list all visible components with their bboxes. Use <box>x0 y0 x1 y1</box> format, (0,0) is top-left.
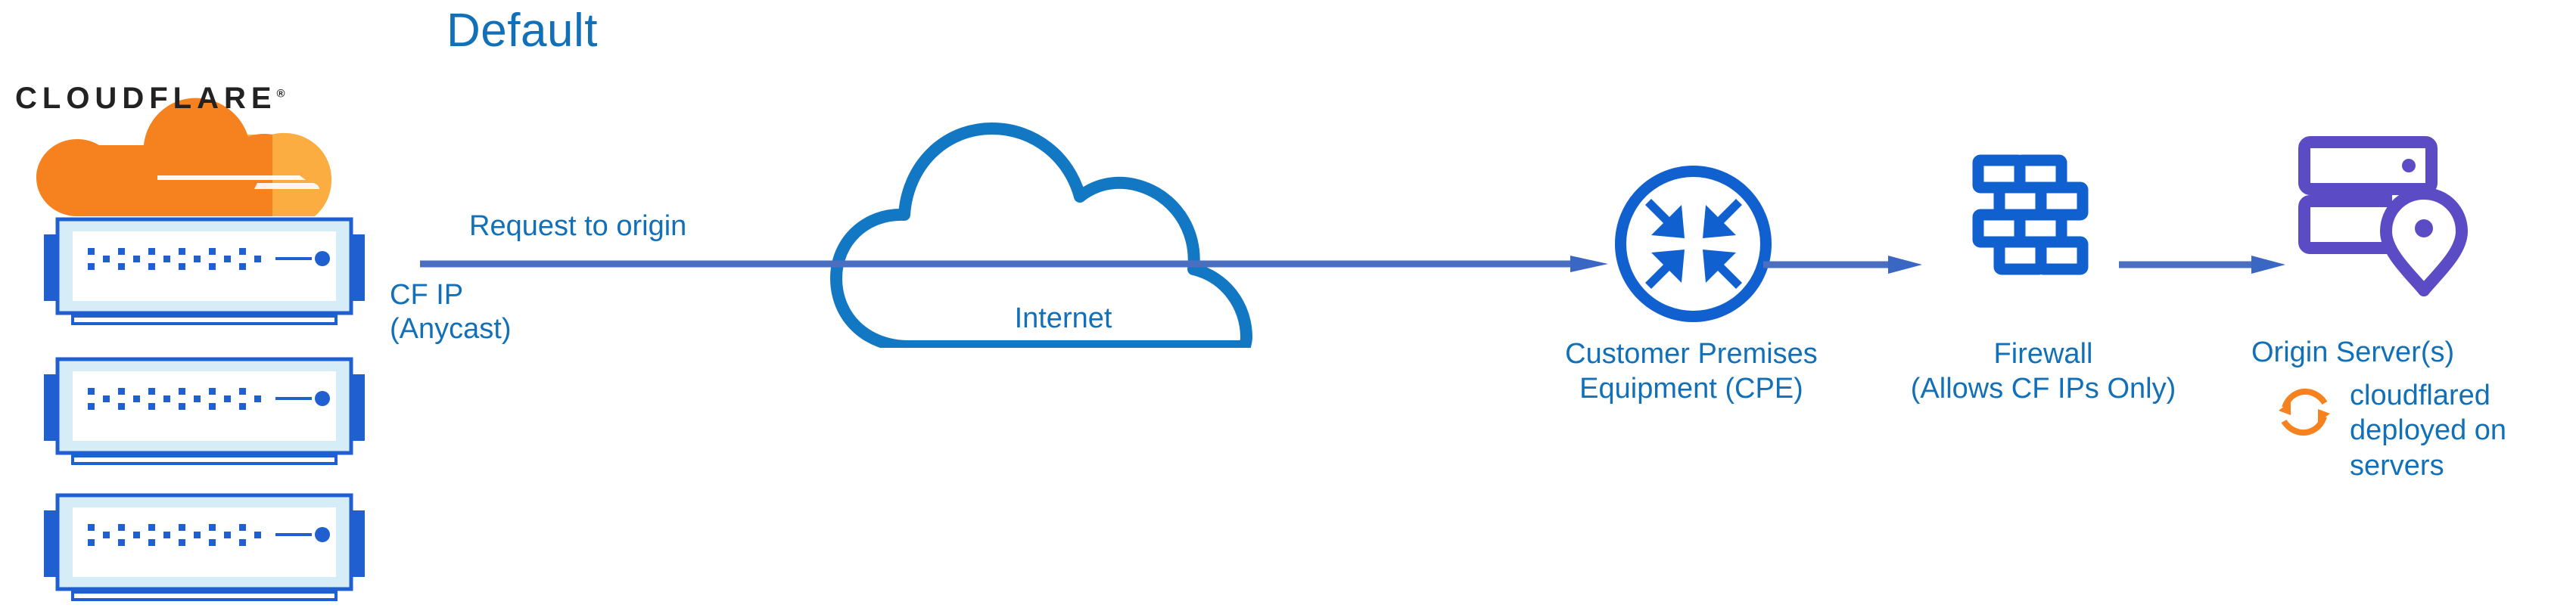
cpe-label-line-2: Equipment (CPE) <box>1579 373 1803 405</box>
cloudflare-edge-server <box>38 212 371 325</box>
cloudflared-note-line-2: deployed on <box>2350 414 2507 447</box>
server-with-location-pin-icon <box>2297 135 2471 297</box>
cpe-to-firewall-arrow <box>1763 250 1922 280</box>
firewall-label: Firewall (Allows CF IPs Only) <box>1892 336 2195 407</box>
cloudflare-wordmark: CLOUDFLARE® <box>15 82 318 115</box>
internet-label: Internet <box>1014 302 1112 334</box>
cloudflared-note-line-1: cloudflared <box>2350 380 2490 411</box>
origin-server-label: Origin Server(s) <box>2251 336 2455 368</box>
request-to-origin-label: Request to origin <box>469 210 687 242</box>
registered-trademark-icon: ® <box>276 87 291 101</box>
firewall-label-line-2: (Allows CF IPs Only) <box>1910 373 2176 405</box>
request-flow-arrow <box>420 256 1608 272</box>
cloudflare-edge-server <box>38 352 371 465</box>
cloudflared-note-label: cloudflared deployed on servers <box>2350 378 2569 483</box>
sync-refresh-icon <box>2274 382 2335 442</box>
cpe-label: Customer Premises Equipment (CPE) <box>1506 336 1877 407</box>
cloudflared-note-line-3: servers <box>2350 449 2444 482</box>
firewall-label-line-1: Firewall <box>1993 338 2093 370</box>
cpe-label-line-1: Customer Premises <box>1565 338 1818 370</box>
router-converge-arrows-icon <box>1612 163 1775 325</box>
cf-ip-anycast-label: CF IP (Anycast) <box>390 278 511 346</box>
page-title: Default <box>446 5 598 57</box>
brick-wall-icon <box>1960 151 2115 306</box>
cf-ip-label-line-2: (Anycast) <box>390 312 512 345</box>
cloudflare-logo-icon <box>30 91 363 219</box>
firewall-to-origin-arrow <box>2119 250 2285 280</box>
cloudflare-edge-server <box>38 488 371 601</box>
cloud-icon <box>829 106 1298 352</box>
cloudflare-wordmark-text: CLOUDFLARE <box>15 82 277 115</box>
cf-ip-label-line-1: CF IP <box>390 279 464 311</box>
